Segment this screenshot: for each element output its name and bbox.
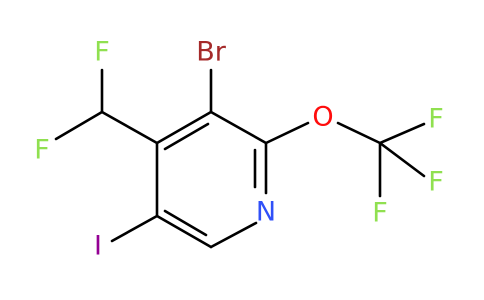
bond-cf3-f-top xyxy=(378,122,426,145)
bond-c6-c5 xyxy=(155,214,213,249)
bond-c4-c3 xyxy=(155,110,213,145)
atom-label-f-chf2-top: F xyxy=(94,37,110,68)
bond-c6-c5-inner xyxy=(163,209,208,237)
bond-c3-c2 xyxy=(209,110,268,145)
atom-label-f-cf3-top: F xyxy=(428,104,444,135)
bond-c4-chf2 xyxy=(100,110,159,145)
atom-label-f-chf2-left: F xyxy=(34,135,50,166)
atom-label-n: N xyxy=(256,197,276,228)
bond-c2-o xyxy=(264,121,310,145)
atom-label-br: Br xyxy=(196,37,227,68)
bond-o-cf3 xyxy=(336,121,382,145)
bond-cf3-f-right xyxy=(378,141,426,178)
atom-label-i: I xyxy=(94,231,102,262)
bond-chf2-f-left xyxy=(54,110,104,141)
bond-c5-i xyxy=(110,214,159,243)
bond-c4-c3-inner xyxy=(163,122,210,151)
atom-labels: Br O N I F F F F F xyxy=(34,37,444,262)
atom-label-f-cf3-right: F xyxy=(428,167,444,198)
atom-label-f-cf3-bottom: F xyxy=(372,198,388,229)
atom-label-o: O xyxy=(312,102,333,133)
bonds xyxy=(54,68,426,249)
bond-n-c6 xyxy=(209,221,258,249)
